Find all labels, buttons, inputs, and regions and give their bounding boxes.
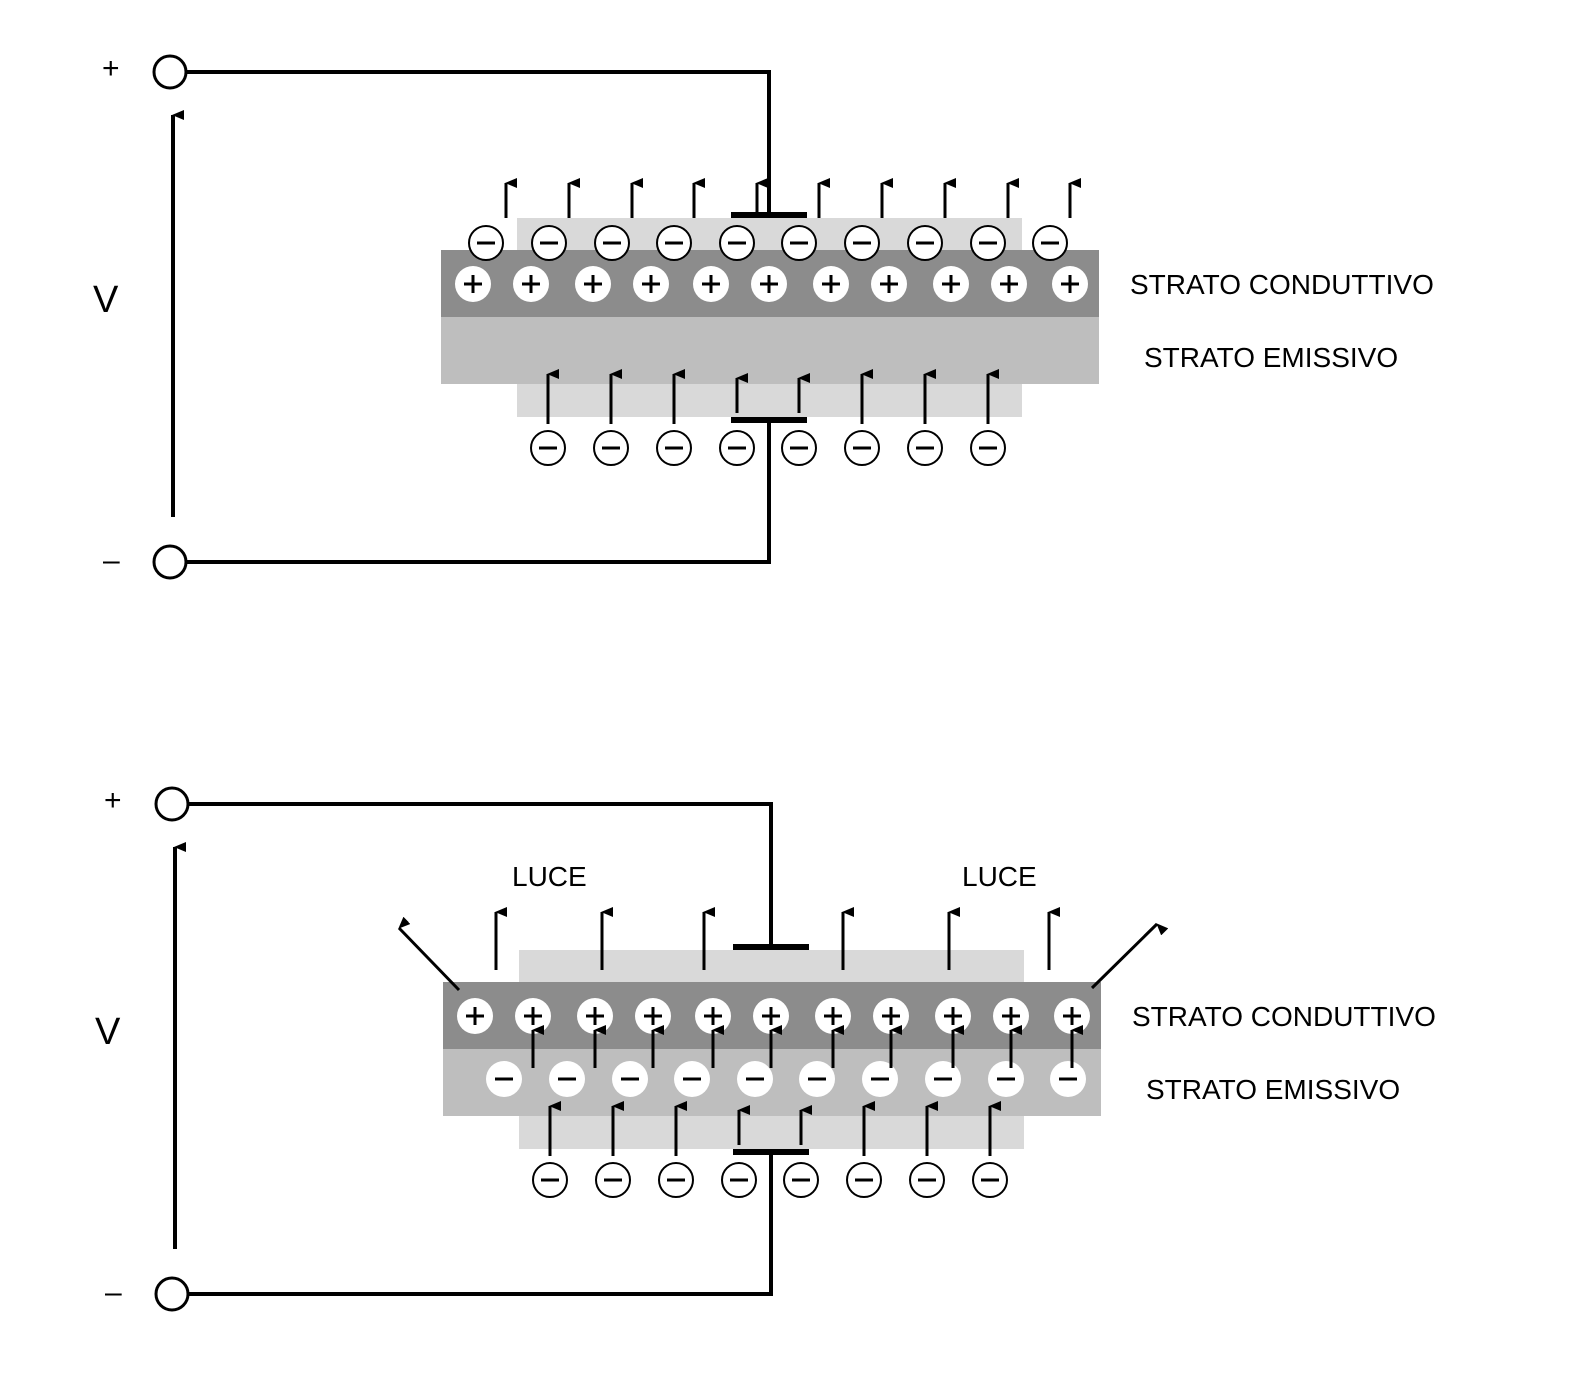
hole-electron (970, 225, 1006, 261)
positive-charge (933, 266, 969, 302)
emissive-electron (486, 1061, 522, 1097)
positive-charge (993, 998, 1029, 1034)
positive-charge (935, 998, 971, 1034)
hole-electron (719, 225, 755, 261)
bottom-wire (186, 421, 771, 564)
electron (721, 1162, 757, 1198)
positive-charge (575, 266, 611, 302)
electron (972, 1162, 1008, 1198)
emissive-electron (674, 1061, 710, 1097)
light-ray-arrow (1090, 922, 1169, 990)
hole-electron (594, 225, 630, 261)
top-wire (188, 802, 773, 946)
panel-off: + – V STRATO CONDUTTIVO STRATO EMISSIVO (93, 52, 1434, 580)
electron (719, 430, 755, 466)
electron (846, 1162, 882, 1198)
negative-terminal (152, 544, 188, 580)
electron (970, 430, 1006, 466)
positive-charge (695, 998, 731, 1034)
hole-electron (531, 225, 567, 261)
positive-charge (991, 266, 1027, 302)
positive-charge (753, 998, 789, 1034)
emissive-electron (988, 1061, 1024, 1097)
positive-charge (871, 266, 907, 302)
positive-charge (513, 266, 549, 302)
positive-charge (577, 998, 613, 1034)
positive-charge (635, 998, 671, 1034)
hole-electron (656, 225, 692, 261)
emissive-electron (799, 1061, 835, 1097)
negative-terminal (154, 1276, 190, 1312)
plus-terminal-label: + (104, 784, 122, 817)
positive-terminal (154, 786, 190, 822)
positive-charge (873, 998, 909, 1034)
electron (909, 1162, 945, 1198)
hole-electron (844, 225, 880, 261)
top-wire (186, 70, 771, 214)
hole-electron (468, 225, 504, 261)
bottom-electrode (517, 383, 1022, 417)
electron (783, 1162, 819, 1198)
panel-on: + – V STRATO CONDUTTIVO STRATO EMISSIVO LUCE L… (95, 784, 1436, 1312)
positive-charge (693, 266, 729, 302)
positive-charge (815, 998, 851, 1034)
electron (844, 430, 880, 466)
emissive-layer-label: STRATO EMISSIVO (1146, 1074, 1400, 1105)
electron (658, 1162, 694, 1198)
positive-charge (1052, 266, 1088, 302)
top-electrode (517, 218, 1022, 250)
voltage-label: V (95, 1011, 121, 1053)
emissive-electron (1050, 1061, 1086, 1097)
positive-charge (455, 266, 491, 302)
hole-electron (907, 225, 943, 261)
hole-electron (781, 225, 817, 261)
electron (593, 430, 629, 466)
positive-charge (1054, 998, 1090, 1034)
positive-charge (813, 266, 849, 302)
bottom-electrode (519, 1115, 1024, 1149)
positive-charge (457, 998, 493, 1034)
minus-terminal-label: – (103, 544, 120, 577)
emissive-electron (925, 1061, 961, 1097)
emissive-layer (441, 317, 1099, 384)
plus-terminal-label: + (102, 52, 120, 85)
electron (595, 1162, 631, 1198)
emissive-electron (612, 1061, 648, 1097)
positive-terminal (152, 54, 188, 90)
emissive-layer-label: STRATO EMISSIVO (1144, 342, 1398, 373)
conductive-layer-label: STRATO CONDUTTIVO (1130, 269, 1434, 300)
bottom-wire (188, 1153, 773, 1296)
emissive-electron (737, 1061, 773, 1097)
conductive-layer-label: STRATO CONDUTTIVO (1132, 1001, 1436, 1032)
positive-charge (515, 998, 551, 1034)
electron (530, 430, 566, 466)
hole-electron (1032, 225, 1068, 261)
light-label-right: LUCE (962, 861, 1037, 892)
electron (907, 430, 943, 466)
emissive-electron (862, 1061, 898, 1097)
positive-charge (751, 266, 787, 302)
voltage-label: V (93, 279, 119, 321)
minus-terminal-label: – (105, 1276, 122, 1309)
electron (532, 1162, 568, 1198)
light-label-left: LUCE (512, 861, 587, 892)
light-ray-arrow (397, 916, 461, 992)
emissive-electron (549, 1061, 585, 1097)
electron (781, 430, 817, 466)
electron (656, 430, 692, 466)
positive-charge (633, 266, 669, 302)
